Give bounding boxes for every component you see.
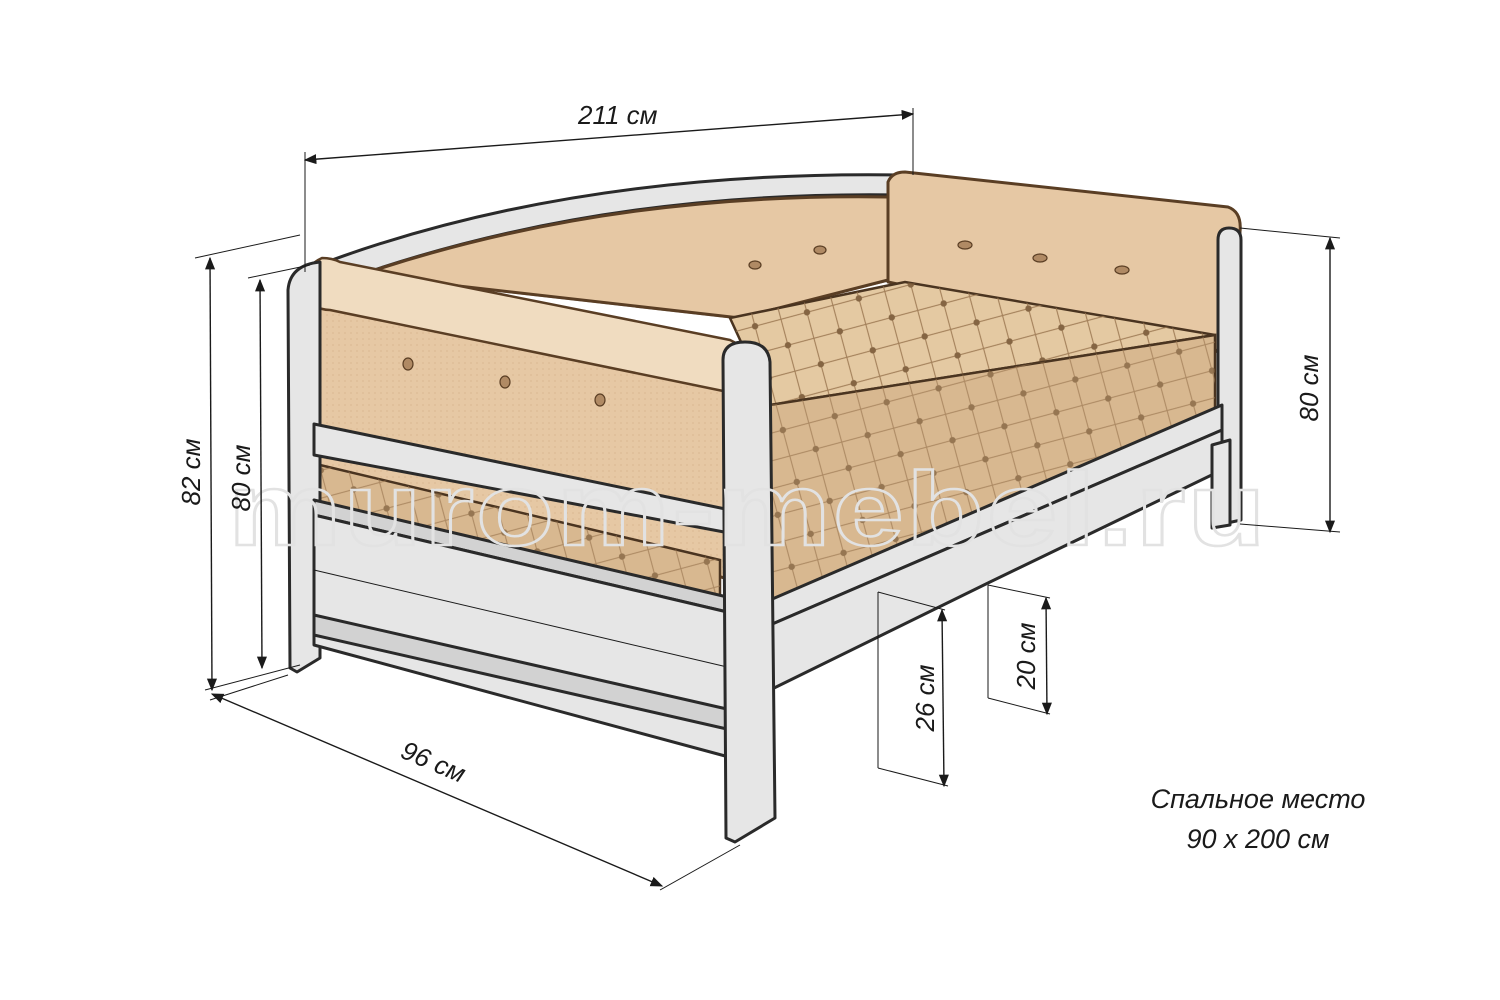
foot-left-post (286, 260, 322, 674)
length-label: 211 см (577, 100, 658, 130)
back-height-label: 80 см (1294, 354, 1324, 421)
sleeping-area-note: Спальное место 90 x 200 см (1151, 784, 1366, 854)
leg-height-dimension-line (937, 608, 949, 788)
drawer-height-label: 20 см (1011, 622, 1041, 690)
front-corner-post (721, 340, 777, 844)
headboard-tufts (748, 240, 1130, 275)
length-dimension-line (303, 109, 915, 165)
leg-height-label: 26 см (910, 664, 940, 732)
depth-dimension-line (210, 693, 664, 887)
side-panel-tufts (402, 357, 606, 407)
watermark-text: murom-mebel.ru (228, 452, 1268, 568)
note-line-2: 90 x 200 см (1186, 824, 1329, 854)
drawer-height-dimension-line (1041, 596, 1052, 716)
total-height-label: 82 см (176, 438, 206, 505)
dimension-lines (194, 108, 1341, 891)
note-line-1: Спальное место (1151, 784, 1366, 814)
side-height-dimension-line (255, 278, 267, 670)
depth-label: 96 см (397, 735, 471, 789)
side-height-label: 80 см (226, 444, 256, 511)
total-height-dimension-line (205, 256, 217, 692)
